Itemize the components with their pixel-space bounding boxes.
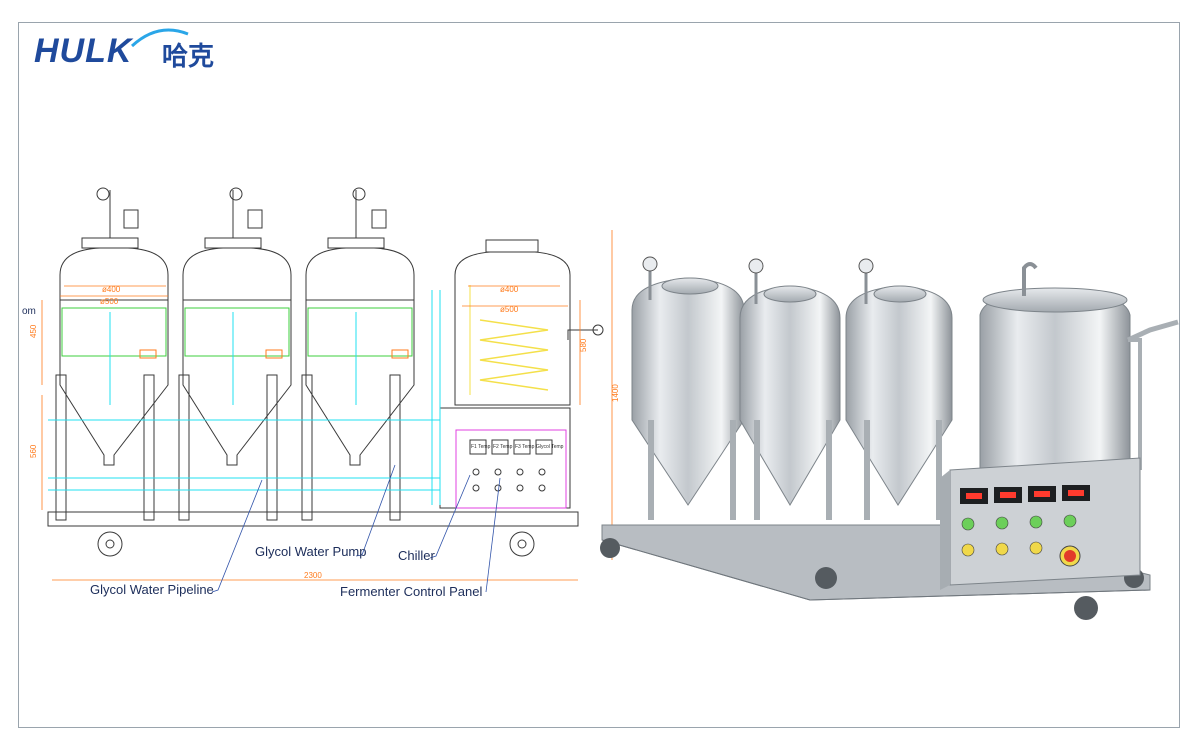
dim-height-560: 560 — [29, 444, 38, 458]
dim-dia-inner-2: ø400 — [500, 285, 519, 294]
dim-dia-outer-2: ø500 — [500, 305, 519, 314]
cad-fermenter-3 — [301, 187, 415, 521]
cad-fermenter-1 — [55, 187, 169, 521]
cad-fermenter-2 — [178, 187, 292, 521]
dim-height-450: 450 — [29, 324, 38, 338]
dim-dia-outer-1: ø500 — [100, 297, 119, 306]
brand-name-cn: 哈克 — [162, 42, 215, 72]
render-illustration — [600, 256, 1179, 620]
panel-label-f3: F3 Temp — [515, 444, 535, 450]
cad-drawing — [41, 187, 613, 581]
callout-control-panel: Fermenter Control Panel — [340, 584, 482, 599]
logo-swoosh-icon — [130, 28, 189, 48]
cad-glycol-tank — [439, 239, 604, 509]
diagram-frame — [18, 22, 1180, 728]
dim-left-partial: om — [22, 306, 36, 317]
callout-glycol-pump: Glycol Water Pump — [255, 544, 367, 559]
callout-glycol-pipeline: Glycol Water Pipeline — [90, 582, 214, 597]
panel-label-f1: F1 Temp — [471, 444, 491, 450]
render-glycol-tank — [979, 262, 1179, 471]
panel-label-f2: F2 Temp — [493, 444, 513, 450]
dim-height-580: 580 — [579, 338, 588, 352]
callout-chiller: Chiller — [398, 548, 436, 563]
panel-label-glycol: Glycol Temp — [536, 444, 564, 450]
render-fermenter-3 — [845, 258, 953, 520]
dim-dia-inner-1: ø400 — [102, 285, 121, 294]
dim-height-1400: 1400 — [611, 384, 620, 402]
render-fermenter-1 — [631, 256, 745, 520]
render-control-box — [940, 457, 1141, 590]
render-fermenter-2 — [739, 258, 841, 520]
dim-width-2300: 2300 — [304, 571, 322, 580]
brand-name: HULK — [34, 32, 133, 70]
